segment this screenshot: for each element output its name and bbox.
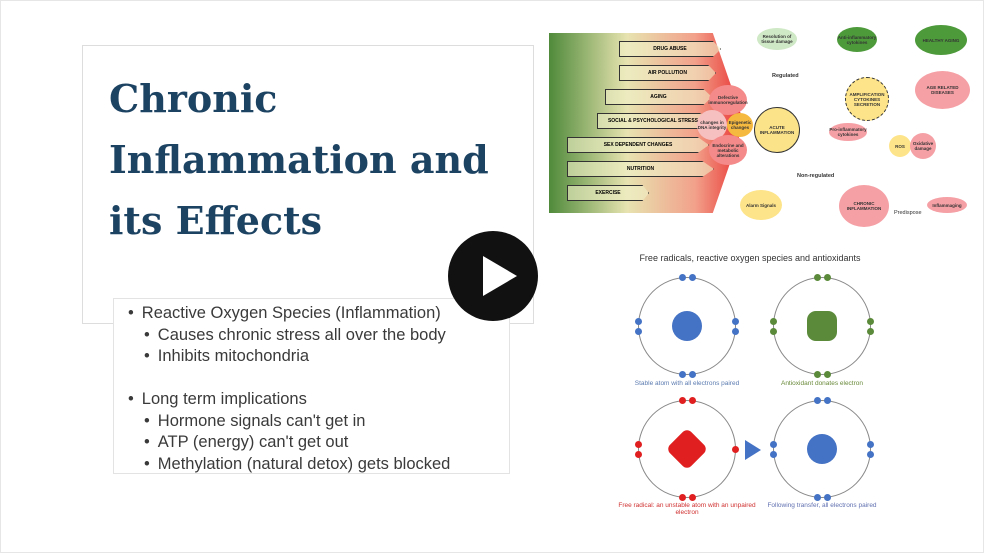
bullet-list: Reactive Oxygen Species (Inflammation) C… (113, 298, 510, 474)
anti-inflammatory-node: Anti-inflammatory cytokines (837, 27, 877, 52)
electron (689, 371, 696, 378)
electron (867, 441, 874, 448)
age-related-node: AGE RELATED DISEASES (915, 71, 970, 109)
factor: SEX DEPENDENT CHANGES (567, 137, 709, 153)
electron (814, 371, 821, 378)
ros-node: ROS (889, 135, 911, 157)
factor: NUTRITION (567, 161, 714, 177)
bullet-item: ATP (energy) can't get out (144, 433, 349, 452)
electron (867, 451, 874, 458)
oxidative-node: Oxidative damage (910, 133, 936, 159)
nucleus (665, 427, 709, 471)
factor: AGING (605, 89, 712, 105)
inflammation-diagram: DRUG ABUSE AIR POLLUTION AGING SOCIAL & … (547, 25, 977, 235)
chronic-node: CHRONIC INFLAMMATION (839, 185, 889, 227)
regulated-label: Regulated (772, 73, 799, 79)
inner-node: Endocrine and metabolic alterations (709, 135, 747, 165)
electron (814, 397, 821, 404)
slide-title: Chronic Inflammation and its Effects (109, 76, 489, 243)
electron (679, 274, 686, 281)
antioxidant-atom (770, 274, 874, 378)
electron (635, 441, 642, 448)
electron (770, 328, 777, 335)
bullet-item: Methylation (natural detox) gets blocked (144, 455, 451, 474)
electron (824, 397, 831, 404)
electron (814, 494, 821, 501)
electron (679, 371, 686, 378)
nucleus (807, 434, 837, 464)
bullet-item: Inhibits mitochondria (144, 347, 309, 366)
predispose-label: Predispose (894, 210, 922, 216)
bullet-item: Hormone signals can't get in (144, 412, 366, 431)
electron (635, 318, 642, 325)
electron (770, 451, 777, 458)
factor: DRUG ABUSE (619, 41, 721, 57)
electron (824, 494, 831, 501)
healthy-aging-node: HEALTHY AGING (915, 25, 967, 55)
unpaired-electron (732, 446, 739, 453)
inner-node: Defective immunoregulation (708, 85, 748, 115)
atoms-diagram: Free radicals, reactive oxygen species a… (600, 250, 900, 530)
electron (635, 451, 642, 458)
electron (824, 274, 831, 281)
play-button[interactable] (448, 231, 538, 321)
acute-node: ACUTE INFLAMMATION (754, 107, 800, 153)
transfer-arrow-icon (745, 440, 761, 460)
electron (824, 371, 831, 378)
electron (732, 318, 739, 325)
non-regulated-label: Non-regulated (797, 173, 835, 179)
amplification-node: AMPLIFICATION CYTOKINES SECRETION (845, 77, 889, 121)
atoms-title: Free radicals, reactive oxygen species a… (639, 253, 861, 263)
stable-atom (635, 274, 739, 378)
bullet-item: Long term implications (128, 390, 307, 409)
electron (770, 318, 777, 325)
inflammaging-node: Inflammaging (927, 197, 967, 213)
inner-node: Epigenetic changes (727, 113, 753, 137)
nucleus (672, 311, 702, 341)
electron (814, 274, 821, 281)
electron (679, 397, 686, 404)
electron (770, 441, 777, 448)
atom-caption: Stable atom with all electrons paired (634, 380, 740, 387)
electron (689, 274, 696, 281)
factor: AIR POLLUTION (619, 65, 716, 81)
nucleus (807, 311, 837, 341)
alarm-node: Alarm Signals (740, 190, 782, 220)
electron (867, 328, 874, 335)
electron (635, 328, 642, 335)
paired-atom (770, 397, 874, 501)
bullet-item: Causes chronic stress all over the body (144, 326, 446, 345)
free-radical-atom (635, 397, 739, 501)
electron (689, 494, 696, 501)
electron (732, 328, 739, 335)
electron (689, 397, 696, 404)
bullet-item: Reactive Oxygen Species (Inflammation) (128, 304, 441, 323)
electron (867, 318, 874, 325)
atom-caption: Following transfer, all electrons paired (767, 502, 877, 509)
factor: EXERCISE (567, 185, 649, 201)
atom-caption: Antioxidant donates electron (780, 380, 864, 387)
factor: SOCIAL & PSYCHOLOGICAL STRESS (597, 113, 709, 129)
electron (679, 494, 686, 501)
atom-caption: Free radical: an unstable atom with an u… (618, 502, 756, 516)
pro-inflammatory-node: Pro-inflammatory cytokines (829, 123, 867, 141)
resolution-node: Resolution of tissue damage (757, 28, 797, 50)
